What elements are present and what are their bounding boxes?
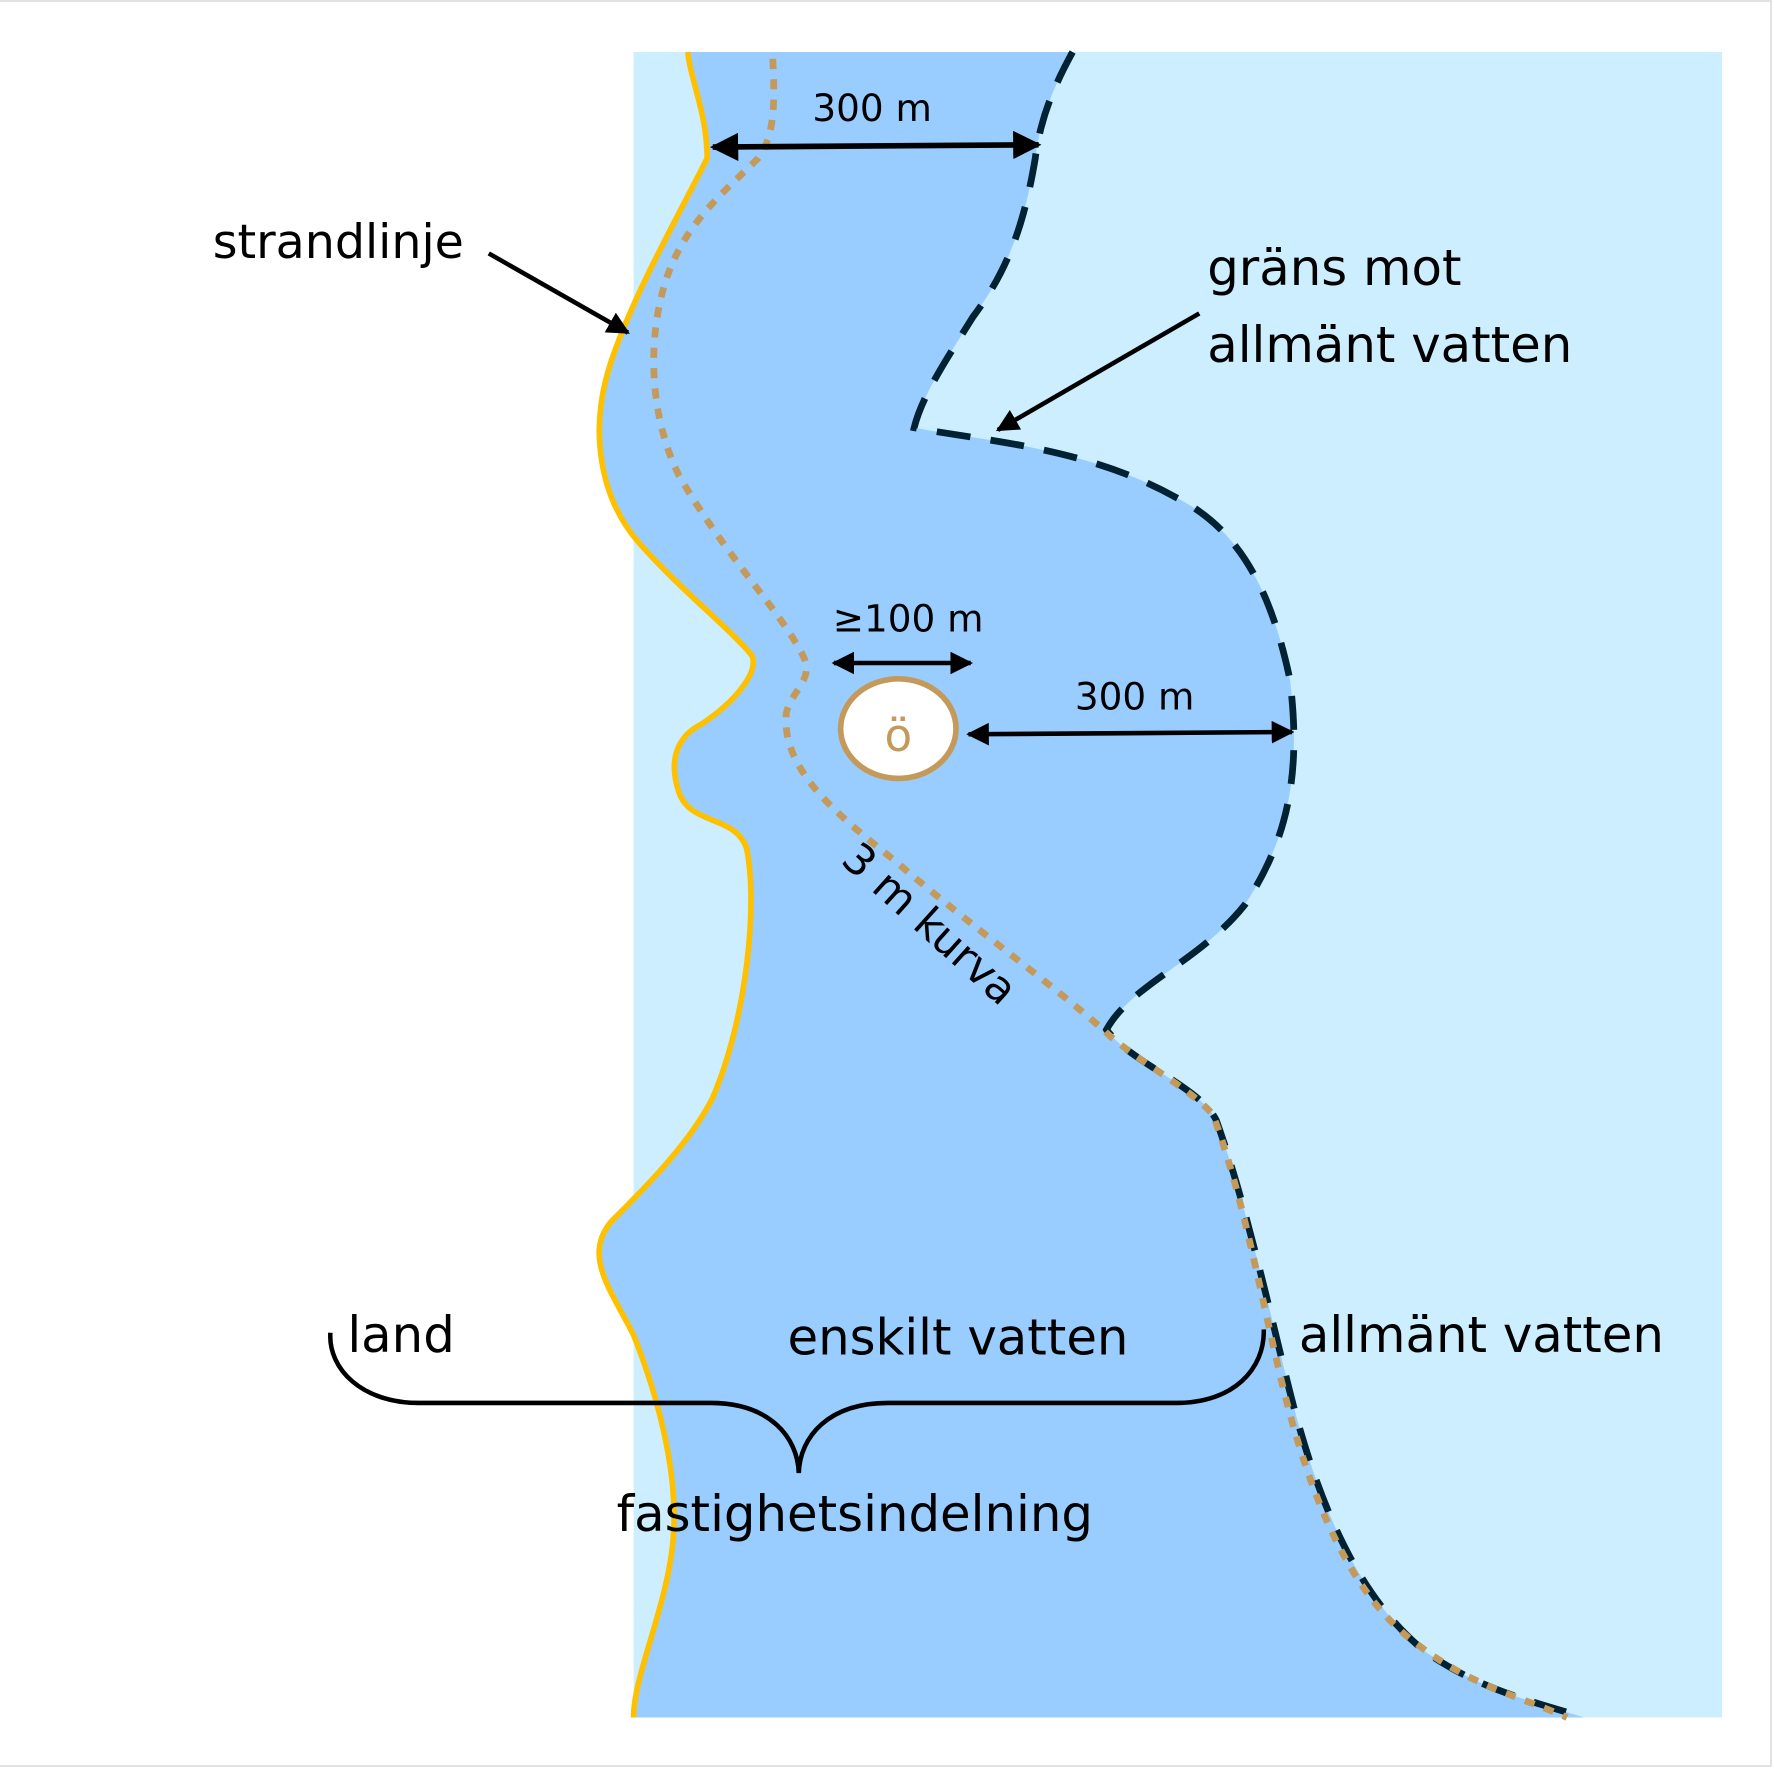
property-division-label: fastighetsindelning bbox=[617, 1485, 1093, 1543]
land-label: land bbox=[347, 1306, 454, 1364]
island-label: ö bbox=[884, 709, 912, 762]
contour-3m-line bbox=[650, 58, 1569, 1721]
shoreline-label: strandlinje bbox=[213, 215, 464, 270]
property-division-brace bbox=[328, 1329, 1267, 1474]
public-water-label: allmänt vatten bbox=[1299, 1306, 1664, 1364]
boundary-pointer-arrow bbox=[995, 311, 1201, 432]
public-water-boundary-line bbox=[910, 50, 1586, 1721]
shoreline-pointer-arrow bbox=[487, 251, 630, 335]
boundary-label-line2: allmänt vatten bbox=[1207, 316, 1572, 374]
private-water-area bbox=[599, 52, 1584, 1718]
island-width-label: ≥100 m bbox=[833, 596, 984, 640]
top-distance-label: 300 m bbox=[812, 86, 931, 130]
island-distance-arrow bbox=[966, 720, 1295, 746]
island-distance-label: 300 m bbox=[1075, 674, 1194, 718]
shoreline-line bbox=[596, 51, 757, 1718]
private-water-label: enskilt vatten bbox=[787, 1308, 1128, 1366]
boundary-label-line1: gräns mot bbox=[1207, 239, 1461, 297]
top-distance-arrow bbox=[709, 130, 1042, 162]
island bbox=[837, 676, 959, 782]
